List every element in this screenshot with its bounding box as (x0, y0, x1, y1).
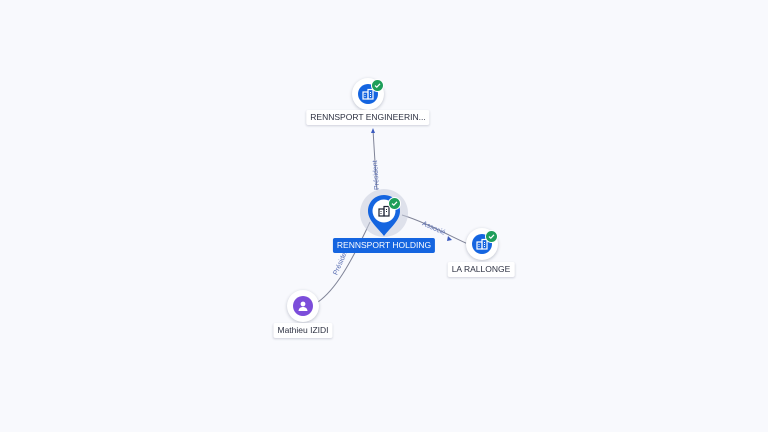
edge-label-president-engineering: Président (372, 160, 381, 190)
edge-arrow-associe-rallonge (447, 236, 452, 241)
node-label-izidi[interactable]: Mathieu IZIDI (273, 323, 333, 338)
node-label-rallonge[interactable]: LA RALLONGE (447, 262, 515, 277)
person-icon (298, 301, 308, 311)
node-izidi-icon-bg (293, 296, 313, 316)
check-badge-icon (485, 230, 498, 243)
edge-label-associe-rallonge: Associé (421, 220, 446, 236)
node-engineering[interactable] (352, 78, 384, 110)
edge-arrow-president-engineering (371, 128, 375, 133)
edge-line-president-izidi (317, 221, 371, 303)
edge-line-associe-rallonge (401, 214, 469, 245)
node-label-engineering[interactable]: RENNSPORT ENGINEERIN... (306, 110, 430, 125)
building-icon (378, 205, 390, 217)
node-izidi[interactable] (287, 290, 319, 322)
edge-line-president-engineering (372, 129, 378, 191)
building-icon (476, 238, 488, 250)
check-badge-icon (388, 197, 401, 210)
node-rallonge[interactable] (466, 228, 498, 260)
node-label-holding[interactable]: RENNSPORT HOLDING (332, 238, 436, 253)
building-icon (362, 88, 374, 100)
check-badge-icon (371, 79, 384, 92)
